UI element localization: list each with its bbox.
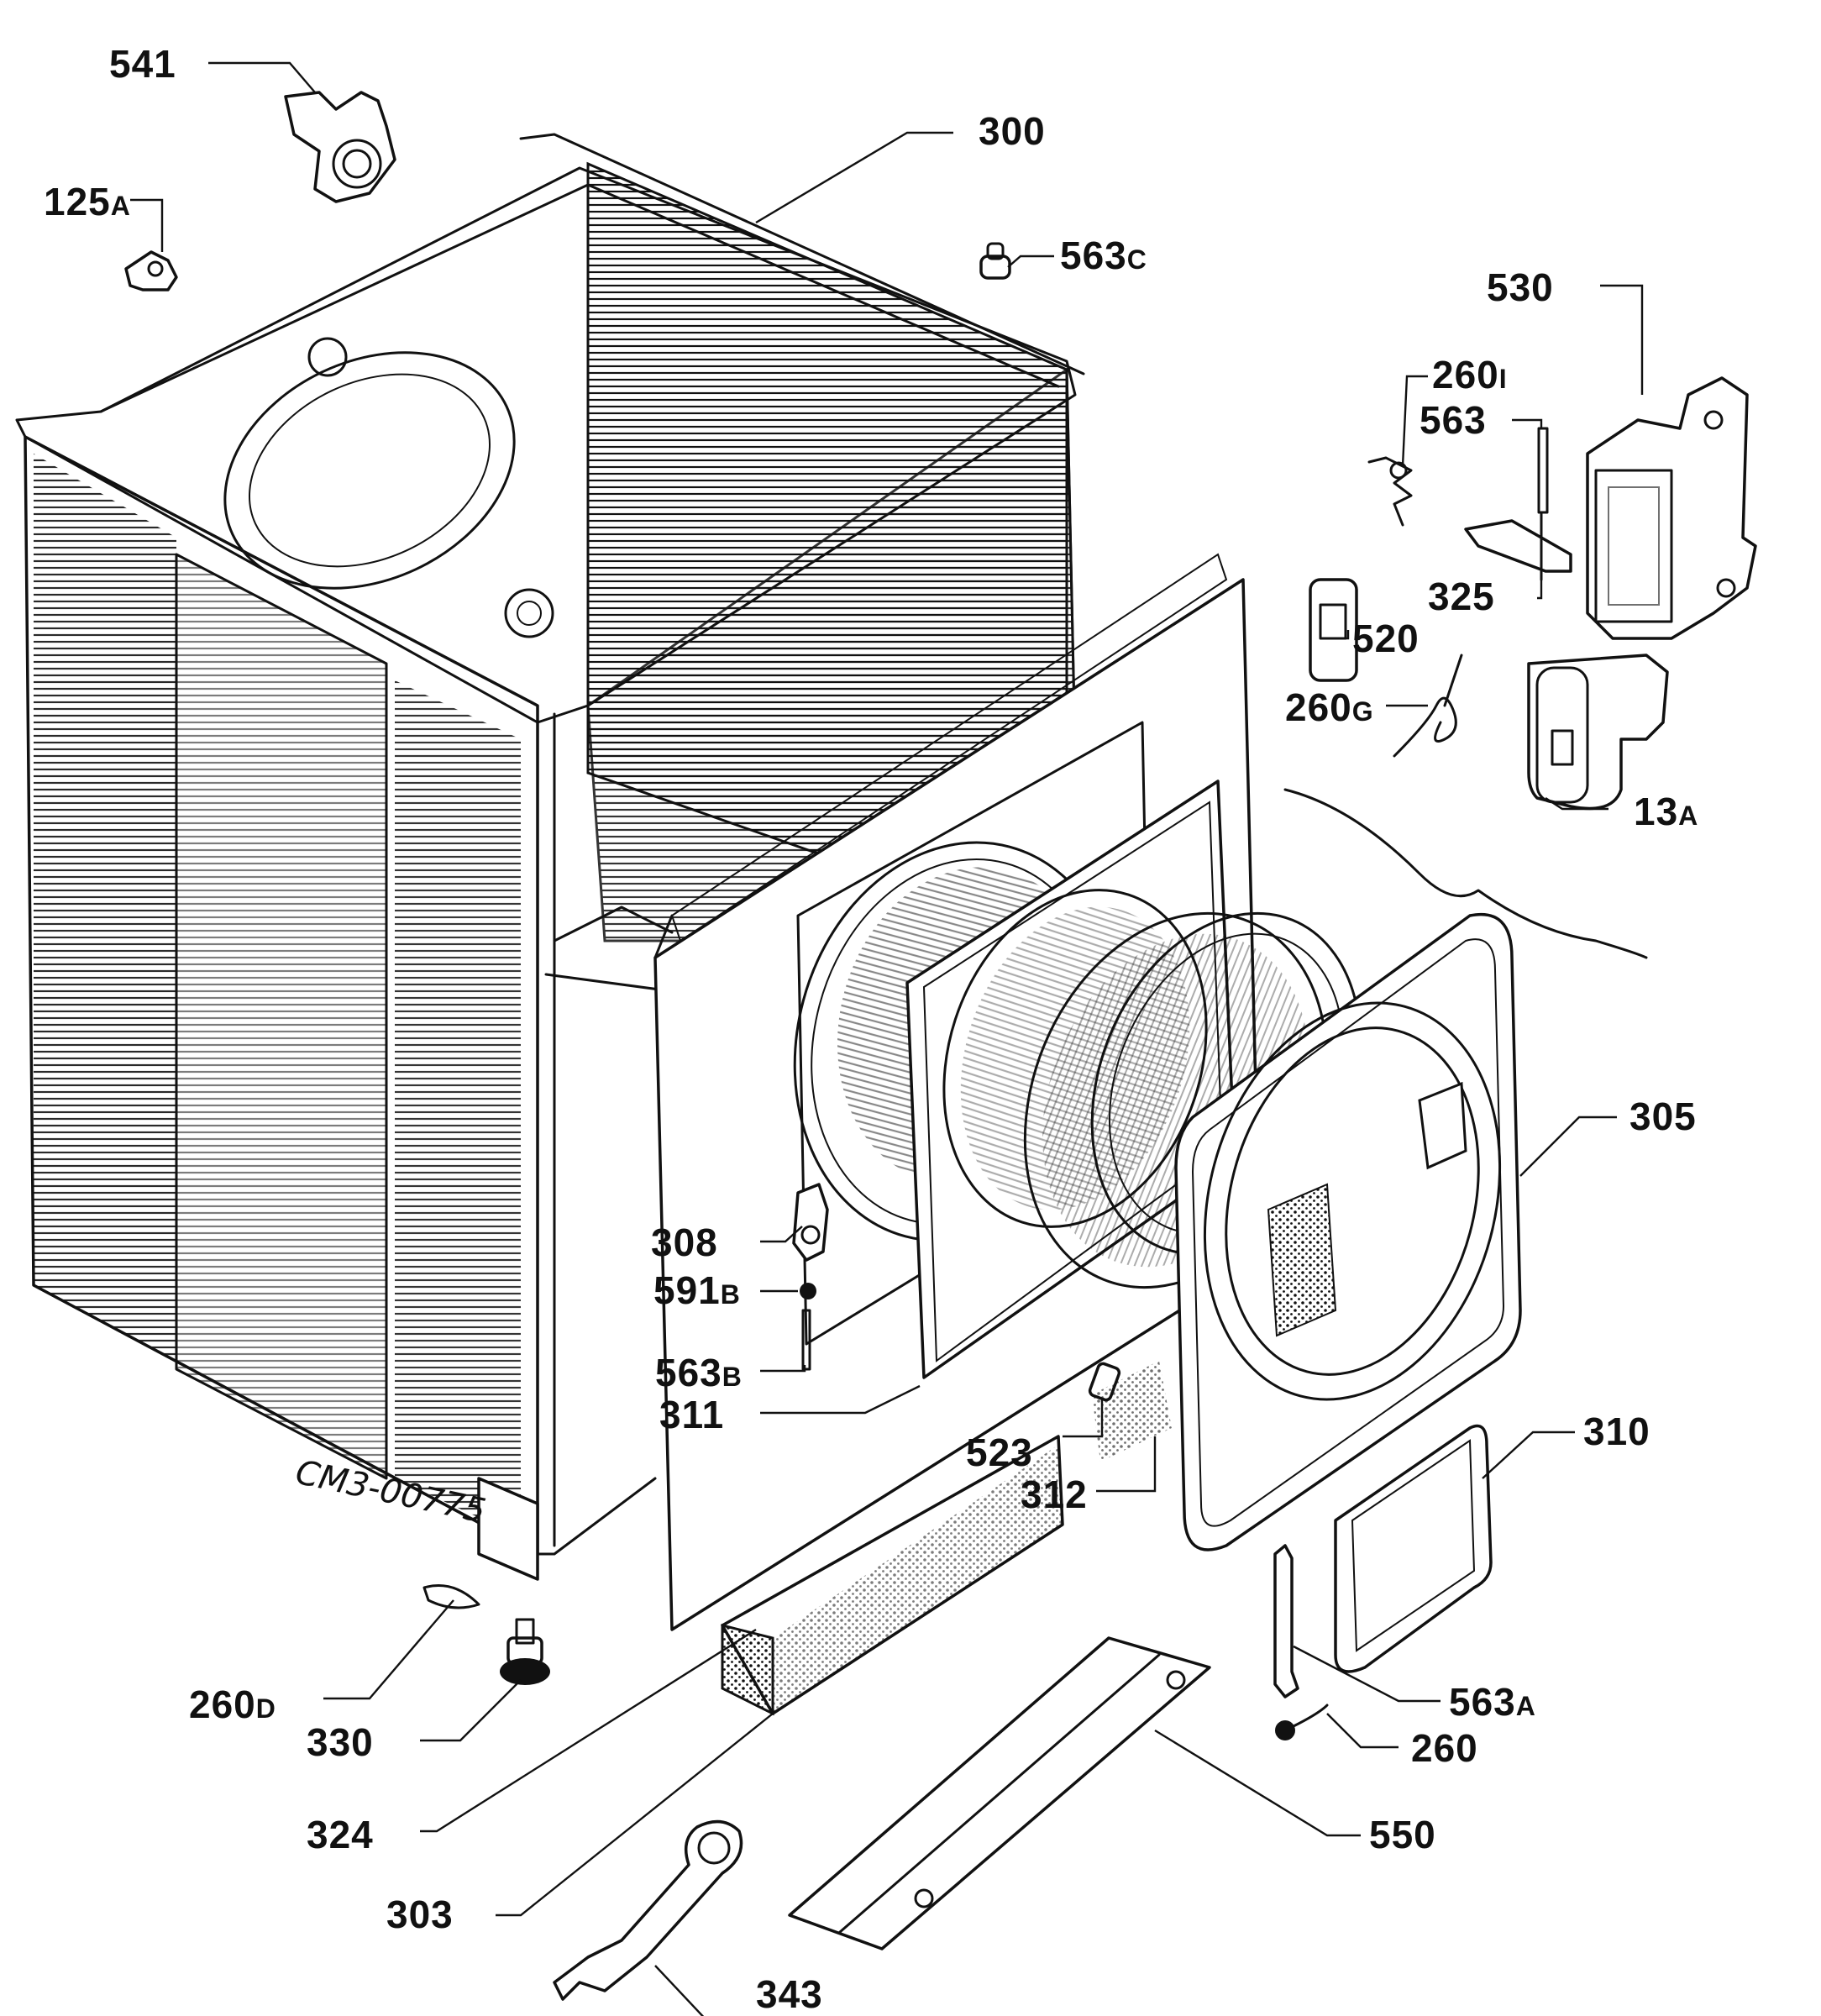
part-563b-pin [801,1309,811,1371]
part-308-hinge [792,1183,829,1262]
label-125a: 125A [44,180,131,223]
part-541-connector [284,91,396,203]
label-310: 310 [1583,1410,1650,1453]
label-308: 308 [651,1221,718,1264]
lock-lever [1464,511,1572,581]
label-311: 311 [659,1393,724,1436]
label-260d: 260D [189,1683,276,1726]
leader-lines [130,61,1644,2016]
label-260: 260 [1411,1726,1478,1770]
door-assembly [1174,912,1522,1551]
label-300: 300 [979,109,1046,153]
part-125a-clip [124,250,178,291]
label-260g: 260G [1285,685,1374,729]
label-523: 523 [966,1431,1033,1474]
label-550: 550 [1369,1813,1436,1856]
label-563a: 563A [1449,1680,1536,1724]
label-530: 530 [1487,265,1554,309]
part-563c-plug [979,242,1011,280]
label-325: 325 [1428,575,1495,618]
label-563c: 563C [1060,234,1147,277]
door-catch [1309,578,1358,682]
label-13a: 13A [1634,790,1698,833]
label-330: 330 [307,1720,374,1764]
label-563b: 563B [655,1351,743,1394]
label-541: 541 [109,42,176,86]
label-563: 563 [1420,398,1487,442]
part-330-foot [500,1618,550,1685]
part-563a-shaft [1273,1544,1299,1698]
door-lock-switch [1527,654,1669,811]
part-324-kickplate [721,1435,1064,1716]
door-lock-housing [1586,376,1757,640]
label-591b: 591B [653,1268,741,1312]
pin [1537,427,1549,514]
label-324: 324 [307,1813,374,1856]
spring-clip [1367,456,1413,527]
label-520: 520 [1352,617,1420,660]
part-591b-nut [800,1283,816,1299]
part-343-wrench [553,1819,743,2001]
label-260i: 260I [1432,353,1508,396]
label-305: 305 [1629,1095,1697,1138]
label-343: 343 [756,1972,823,2016]
cabinet-frame [15,133,1085,1581]
part-312-strip [1092,1361,1172,1462]
part-260d-clip [422,1584,480,1609]
torsion-spring [1393,654,1463,758]
label-312: 312 [1021,1473,1088,1516]
part-260-spring [1275,1704,1329,1740]
part-550-support-bar [788,1636,1211,1950]
label-303: 303 [386,1893,454,1936]
part-310-filter-cover [1334,1424,1493,1673]
